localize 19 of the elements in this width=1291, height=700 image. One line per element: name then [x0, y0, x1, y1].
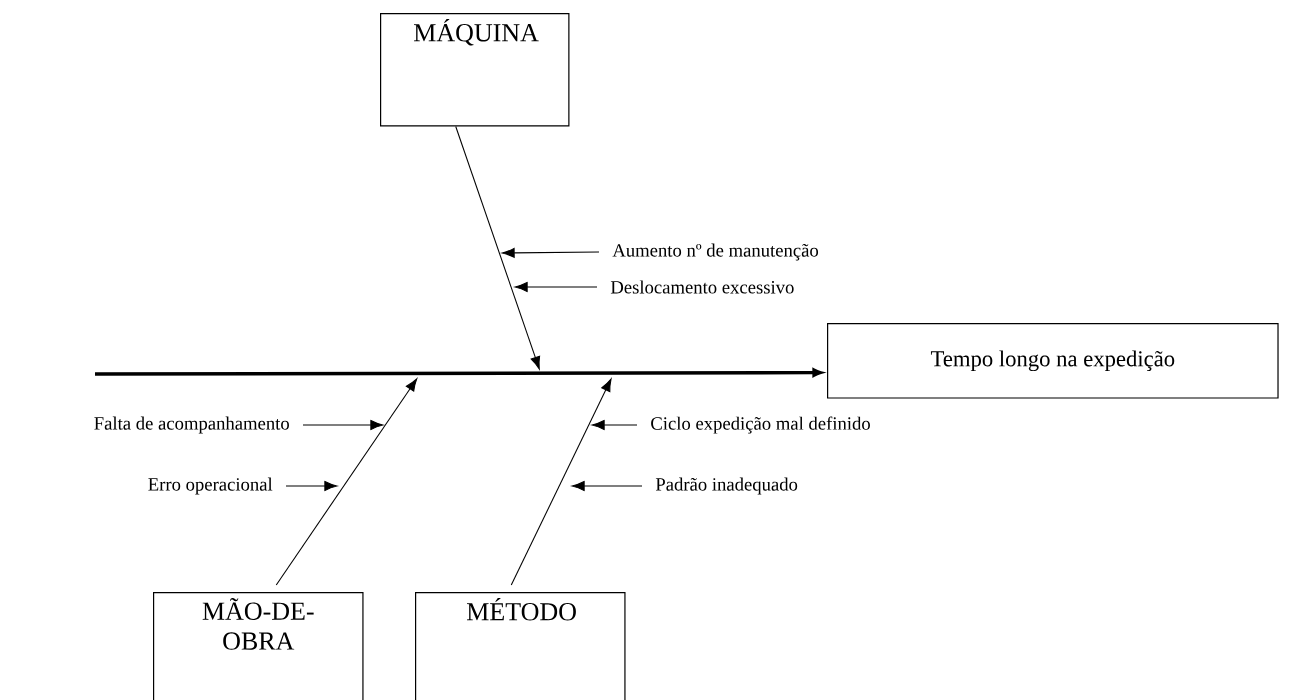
cause-label: Erro operacional — [148, 477, 273, 495]
cause-box: MÉTODO — [415, 592, 626, 700]
cause-arrow — [285, 481, 338, 491]
cause-arrow — [591, 420, 638, 430]
cause-label: Padrão inadequado — [655, 477, 798, 495]
bone-arrow — [510, 378, 612, 586]
cause-label: Falta de acompanhamento — [94, 416, 289, 434]
cause-label: Ciclo expedição mal definido — [651, 416, 870, 434]
cause-arrow — [501, 247, 600, 258]
cause-arrow — [514, 282, 598, 292]
cause-arrow — [571, 481, 643, 491]
bone-arrow — [275, 378, 418, 586]
cause-box: MÃO-DE-OBRA — [153, 592, 364, 700]
cause-label: Aumento nº de manutenção — [612, 243, 819, 261]
cause-box: Tempo longo na expedição — [827, 323, 1279, 399]
cause-label: Deslocamento excessivo — [610, 280, 794, 294]
cause-box: MÁQUINA — [380, 13, 570, 127]
cause-arrow — [302, 420, 384, 430]
bone-arrow — [455, 125, 541, 370]
